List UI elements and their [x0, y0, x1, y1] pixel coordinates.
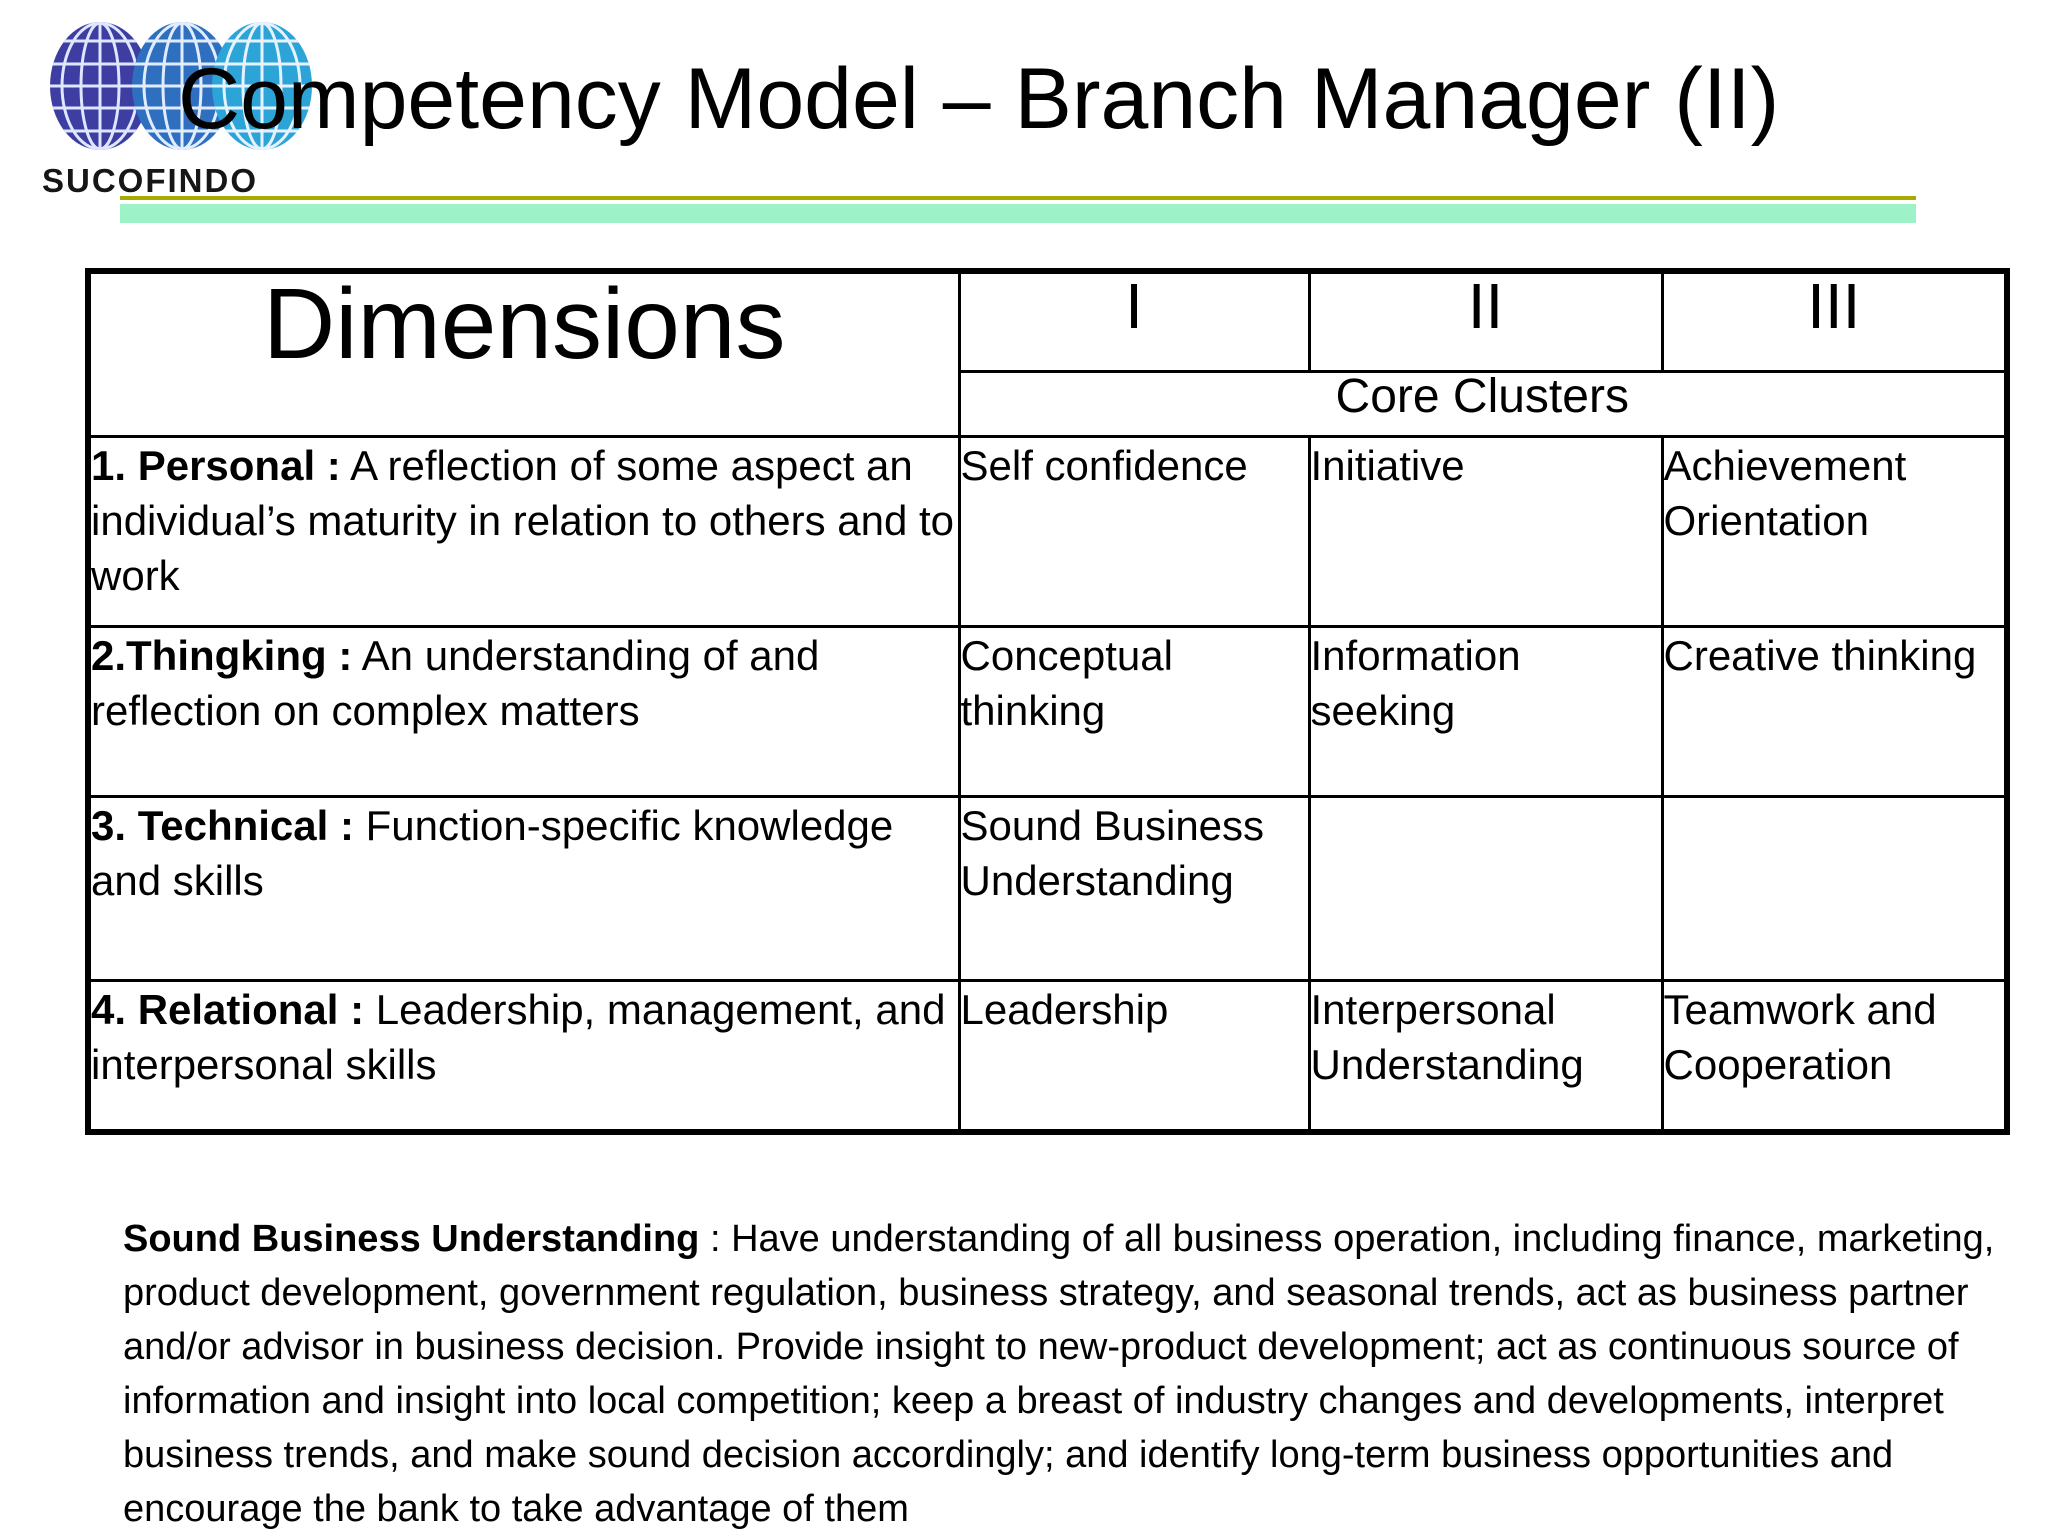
- footnote: Sound Business Understanding : Have unde…: [123, 1212, 2003, 1536]
- dimension-relational: 4. Relational : Leadership, management, …: [86, 978, 961, 1134]
- cluster-cell-empty: [1307, 794, 1664, 982]
- cluster-cell: Achievement Orientation: [1660, 434, 2009, 628]
- column-header-1: I: [957, 269, 1311, 373]
- footnote-definition: : Have understanding of all business ope…: [123, 1218, 1995, 1530]
- cluster-cell-empty: [1660, 794, 2009, 982]
- table-row-levels: Dimensions I II III: [86, 269, 2009, 438]
- sucofindo-logo: SUCOFINDO: [42, 22, 312, 199]
- cluster-cell: Information seeking: [1307, 624, 1664, 798]
- page-title: Competency Model – Branch Manager (II): [178, 51, 1780, 147]
- dimension-label: 4. Relational :: [91, 985, 365, 1033]
- dimension-description: Function-specific knowledge and skills: [91, 801, 894, 904]
- cluster-cell: Interpersonal Understanding: [1307, 978, 1664, 1134]
- title-underline-bar: [120, 204, 1916, 223]
- cluster-cell: Teamwork and Cooperation: [1660, 978, 2009, 1134]
- dimension-label: 1. Personal :: [91, 441, 341, 489]
- core-clusters-header: Core Clusters: [957, 369, 2009, 438]
- globe-light-icon: [212, 22, 312, 150]
- dimensions-header: Dimensions: [86, 269, 961, 438]
- dimension-description: An understanding of and reflection on co…: [91, 631, 820, 734]
- cluster-cell: Conceptual thinking: [957, 624, 1311, 798]
- dimension-technical: 3. Technical : Function-specific knowled…: [86, 794, 961, 982]
- table-row-thinking: 2.Thingking : An understanding of and re…: [86, 624, 2009, 798]
- cluster-cell: Leadership: [957, 978, 1311, 1134]
- column-header-2: II: [1307, 269, 1664, 373]
- dimension-description: A reflection of some aspect an individua…: [91, 441, 955, 600]
- dimension-personal: 1. Personal : A reflection of some aspec…: [86, 434, 961, 628]
- table-row-relational: 4. Relational : Leadership, management, …: [86, 978, 2009, 1134]
- table-row-core-clusters: Core Clusters: [88, 369, 2009, 438]
- table-row-technical: 3. Technical : Function-specific knowled…: [86, 794, 2009, 982]
- title-underline-thin: [120, 196, 1916, 200]
- cluster-cell: Sound Business Understanding: [957, 794, 1311, 982]
- dimension-thinking: 2.Thingking : An understanding of and re…: [86, 624, 961, 798]
- footnote-term: Sound Business Understanding: [123, 1218, 700, 1260]
- competency-table: Dimensions I II III Core Clusters 1. Per…: [85, 268, 2010, 1135]
- dimension-label: 2.Thingking :: [91, 631, 353, 679]
- cluster-cell: Creative thinking: [1660, 624, 2009, 798]
- dimension-label: 3. Technical :: [91, 801, 354, 849]
- column-header-3: III: [1660, 269, 2009, 373]
- logo-brand-text: SUCOFINDO: [42, 162, 258, 199]
- cluster-cell: Initiative: [1307, 434, 1664, 628]
- dimension-description: Leadership, management, and interpersona…: [91, 985, 946, 1088]
- cluster-cell: Self confidence: [957, 434, 1311, 628]
- table-row-personal: 1. Personal : A reflection of some aspec…: [86, 434, 2009, 628]
